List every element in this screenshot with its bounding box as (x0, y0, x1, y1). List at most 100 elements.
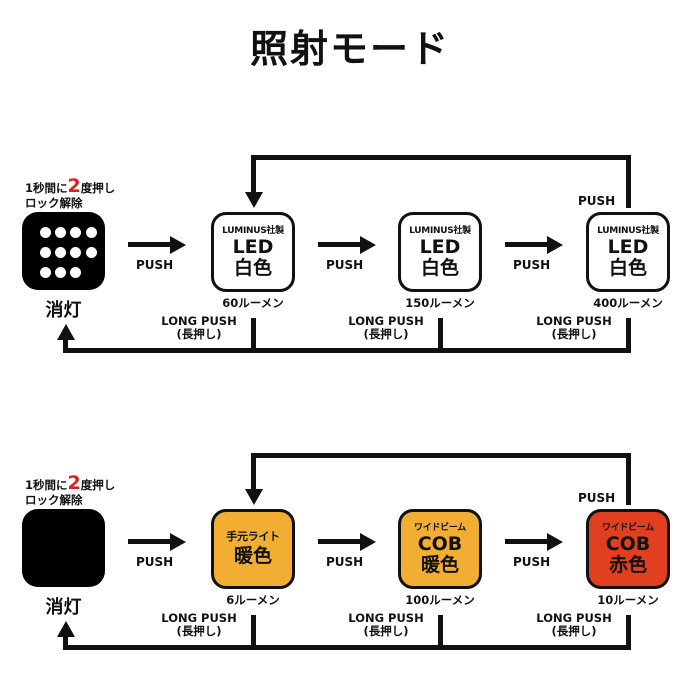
led-dot (55, 247, 66, 258)
led-dot (70, 267, 81, 278)
long-push-jp: (長押し) (551, 327, 597, 341)
loop-push-label: PUSH (578, 491, 616, 505)
mode-type: 暖色 (233, 545, 272, 567)
loop-drop-left (251, 155, 256, 194)
long-push-connector (626, 615, 631, 647)
push-label: PUSH (326, 555, 364, 569)
push-arrow-shaft (318, 539, 362, 544)
loop-push-label: PUSH (578, 194, 616, 208)
unlock-note-line2: ロック解除 (25, 493, 83, 507)
arrow-right-icon (547, 532, 563, 551)
led-dot (40, 247, 51, 258)
lumen-label: 100ルーメン (405, 593, 475, 607)
unlock-note: 1秒間に2度押しロック解除 (25, 474, 116, 508)
arrow-right-icon (547, 235, 563, 254)
long-push-text: LONG PUSH (536, 611, 612, 625)
mode-subtitle: LUMINUS社製 (597, 226, 659, 236)
led-dot (70, 227, 81, 238)
mode-type: LED (232, 236, 274, 258)
long-push-jp: (長押し) (363, 327, 409, 341)
mode-box-1: 手元ライト暖色 (211, 509, 295, 589)
mode-subtitle: ワイドビーム (602, 523, 654, 533)
arrow-right-icon (360, 235, 376, 254)
arrow-right-icon (360, 532, 376, 551)
unlock-note-line1: 1秒間に2度押し (25, 474, 116, 493)
long-push-text: LONG PUSH (348, 611, 424, 625)
arrow-right-icon (170, 235, 186, 254)
mode-color: 赤色 (608, 554, 647, 576)
long-push-label: LONG PUSH(長押し) (524, 315, 624, 341)
return-line (63, 348, 631, 353)
return-riser (63, 337, 68, 353)
return-riser (63, 634, 68, 650)
led-dot (55, 227, 66, 238)
mode-color: 白色 (608, 257, 647, 279)
mode-type: COB (417, 533, 463, 555)
off-state-icon (22, 509, 105, 587)
lumen-label: 150ルーメン (405, 296, 475, 310)
long-push-jp: (長押し) (363, 624, 409, 638)
arrow-up-icon (56, 324, 75, 340)
mode-subtitle: LUMINUS社製 (222, 226, 284, 236)
long-push-text: LONG PUSH (536, 314, 612, 328)
long-push-text: LONG PUSH (161, 611, 237, 625)
unlock-count: 2 (67, 472, 81, 494)
unlock-text: 1秒間に (25, 478, 68, 492)
arrow-down-icon (244, 192, 263, 208)
arrow-right-icon (170, 532, 186, 551)
push-arrow-shaft (505, 242, 549, 247)
mode-subtitle: LUMINUS社製 (409, 226, 471, 236)
unlock-text: 度押し (80, 181, 116, 195)
mode-color: 白色 (420, 257, 459, 279)
mode-color: 暖色 (420, 554, 459, 576)
push-arrow-shaft (318, 242, 362, 247)
push-arrow-shaft (505, 539, 549, 544)
unlock-count: 2 (67, 175, 81, 197)
long-push-jp: (長押し) (176, 327, 222, 341)
long-push-label: LONG PUSH(長押し) (149, 315, 249, 341)
long-push-connector (251, 615, 256, 647)
led-dot (40, 227, 51, 238)
led-dot (55, 267, 66, 278)
led-dot (40, 267, 51, 278)
mode-type: LED (607, 236, 649, 258)
long-push-connector (438, 318, 443, 350)
led-dot (70, 247, 81, 258)
mode-subtitle: 手元ライト (226, 530, 280, 543)
unlock-text: 度押し (80, 478, 116, 492)
long-push-jp: (長押し) (176, 624, 222, 638)
led-dot (86, 227, 97, 238)
unlock-note-line2: ロック解除 (25, 196, 83, 210)
unlock-text: 1秒間に (25, 181, 68, 195)
long-push-connector (438, 615, 443, 647)
push-arrow-shaft (128, 539, 172, 544)
lumen-label: 10ルーメン (597, 593, 659, 607)
long-push-jp: (長押し) (551, 624, 597, 638)
long-push-text: LONG PUSH (348, 314, 424, 328)
push-label: PUSH (513, 258, 551, 272)
loop-riser-right (626, 155, 631, 208)
push-label: PUSH (136, 555, 174, 569)
unlock-note-line1: 1秒間に2度押し (25, 177, 116, 196)
lumen-label: 60ルーメン (222, 296, 284, 310)
long-push-text: LONG PUSH (161, 314, 237, 328)
long-push-label: LONG PUSH(長押し) (149, 612, 249, 638)
off-label: 消灯 (45, 597, 82, 618)
mode-type: COB (605, 533, 651, 555)
loop-riser-right (626, 453, 631, 505)
mode-subtitle: ワイドビーム (414, 523, 466, 533)
mode-color: 白色 (233, 257, 272, 279)
long-push-label: LONG PUSH(長押し) (336, 315, 436, 341)
push-label: PUSH (326, 258, 364, 272)
long-push-label: LONG PUSH(長押し) (524, 612, 624, 638)
arrow-up-icon (56, 621, 75, 637)
loop-line-top (251, 155, 630, 160)
push-arrow-shaft (128, 242, 172, 247)
loop-line-top (251, 453, 630, 458)
page-title: 照射モード (249, 27, 450, 71)
lumen-label: 6ルーメン (226, 593, 280, 607)
led-dot (86, 247, 97, 258)
